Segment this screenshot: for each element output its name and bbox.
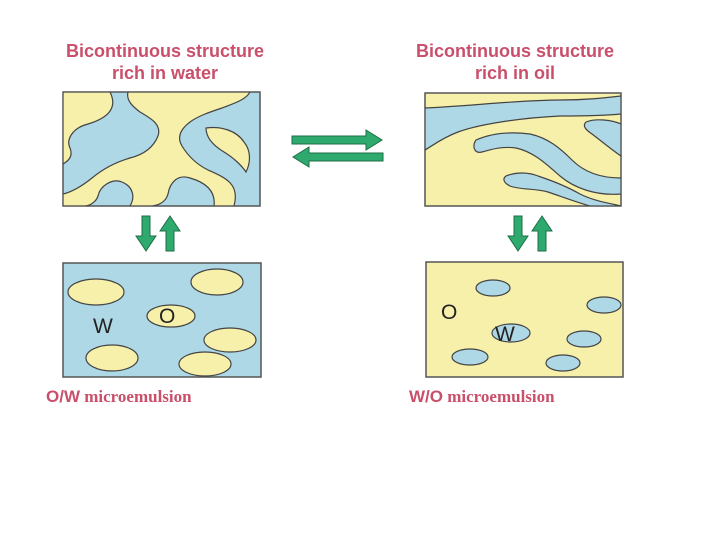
panel-bicontinuous-water	[62, 91, 261, 207]
caption-wo: W/O microemulsion	[409, 387, 555, 407]
title-oil-rich: Bicontinuous structure rich in oil	[390, 40, 640, 84]
arrow-up-icon	[531, 215, 553, 252]
caption-ow-system: O/W	[46, 387, 80, 406]
arrow-left-icon	[292, 146, 384, 168]
title-oil-rich-line1: Bicontinuous structure	[415, 41, 614, 61]
title-water-rich-line1: Bicontinuous structure	[65, 41, 264, 61]
arrow-right-icon	[291, 129, 383, 151]
panel-ow-microemulsion: W O	[62, 262, 262, 378]
arrow-down-icon	[507, 215, 529, 252]
title-water-rich: Bicontinuous structure rich in water	[40, 40, 290, 84]
label-water: W	[93, 315, 113, 338]
equilibrium-arrows-horizontal	[291, 129, 384, 168]
equilibrium-arrows-vertical-left	[135, 215, 181, 252]
label-oil: O	[441, 301, 457, 324]
caption-ow: O/W microemulsion	[46, 387, 192, 407]
caption-wo-system: W/O	[409, 387, 443, 406]
caption-wo-rest: microemulsion	[443, 387, 555, 406]
panel-wo-microemulsion: O W	[425, 261, 624, 378]
label-water: W	[495, 323, 515, 346]
panel-bicontinuous-oil	[424, 92, 622, 207]
title-oil-rich-line2: rich in oil	[474, 63, 555, 83]
arrow-up-icon	[159, 215, 181, 252]
equilibrium-arrows-vertical-right	[507, 215, 553, 252]
arrow-down-icon	[135, 215, 157, 252]
label-oil: O	[159, 305, 175, 328]
title-water-rich-line2: rich in water	[111, 63, 219, 83]
caption-ow-rest: microemulsion	[80, 387, 192, 406]
